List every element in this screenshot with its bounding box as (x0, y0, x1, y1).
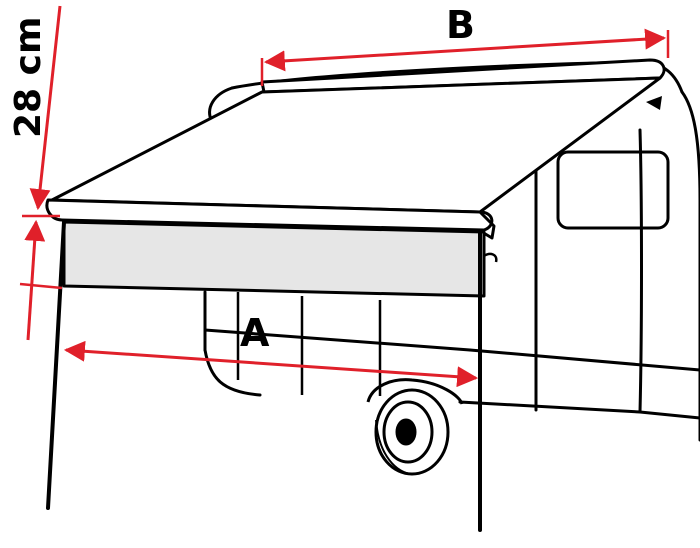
dimension-a (63, 340, 479, 388)
door-handle (483, 252, 498, 263)
label-height: 28 cm (8, 17, 49, 138)
awning-legs (46, 220, 482, 532)
awning-canopy (45, 58, 666, 240)
dimension-height (19, 5, 63, 341)
label-b: B (446, 3, 475, 47)
shade-panel (62, 220, 486, 298)
label-a: A (240, 311, 270, 355)
dimension-b (260, 28, 670, 86)
marker-light (646, 96, 662, 110)
wheel (366, 378, 464, 476)
caravan-window (556, 150, 670, 230)
